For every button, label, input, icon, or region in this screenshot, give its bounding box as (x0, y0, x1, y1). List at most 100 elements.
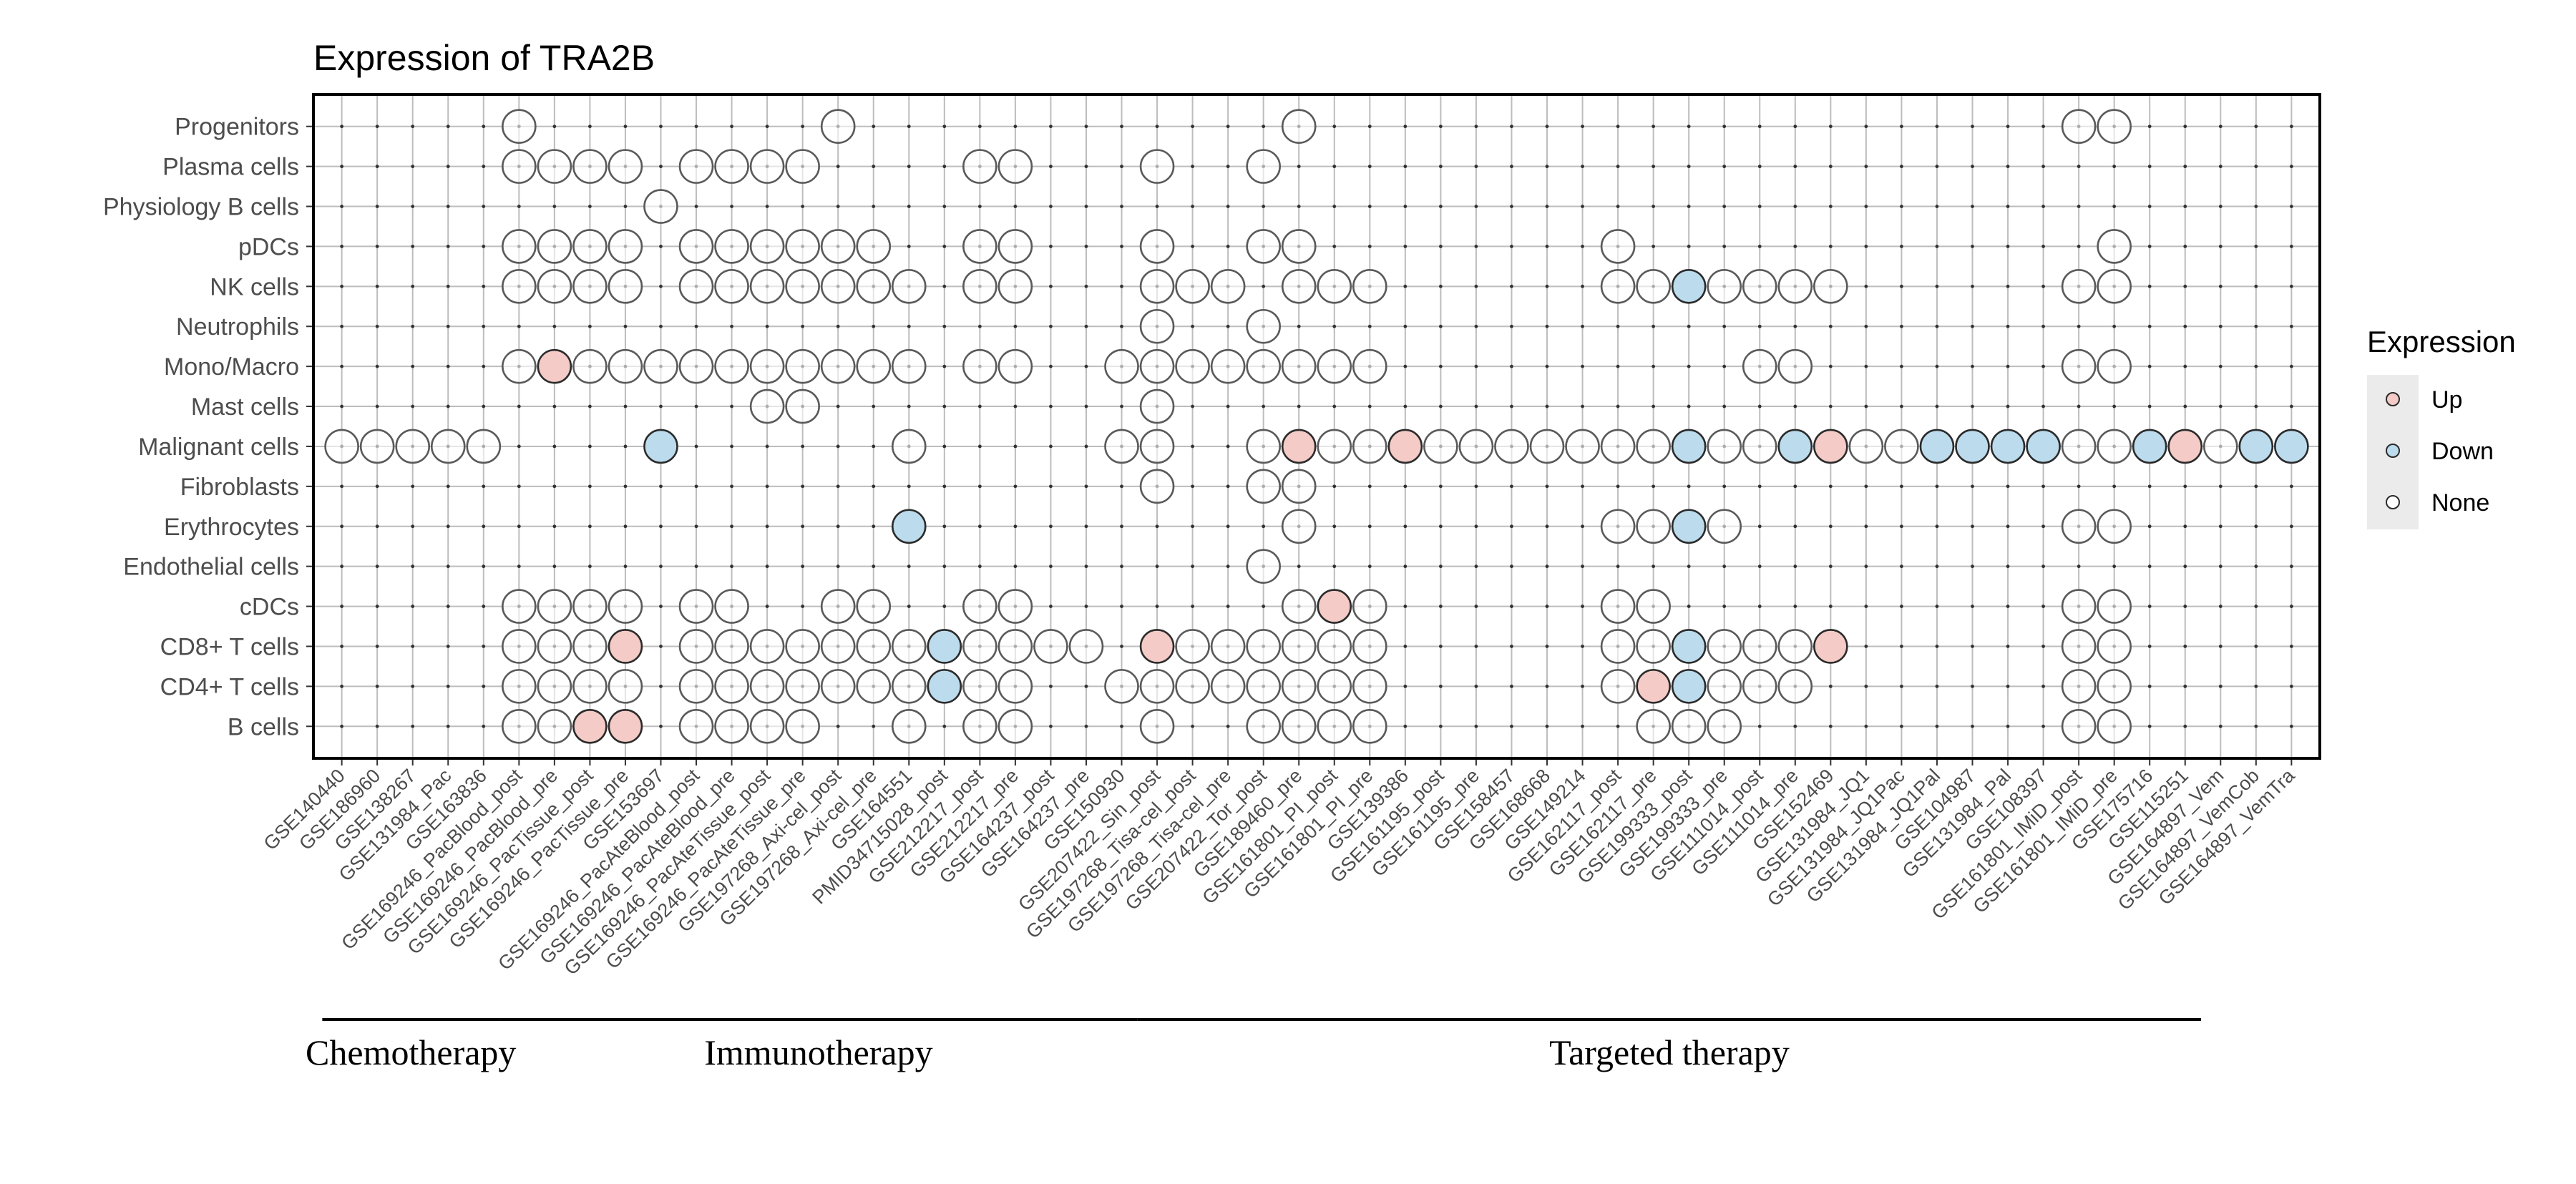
grid-node (1900, 165, 1903, 169)
grid-node (2218, 404, 2223, 408)
point-none (1175, 629, 1210, 664)
grid-node (446, 165, 450, 169)
grid-node (2041, 245, 2045, 248)
grid-node (2077, 484, 2081, 489)
point-up (537, 348, 572, 384)
y-tick-label: Plasma cells (162, 154, 299, 181)
grid-node (872, 324, 876, 328)
grid-node (623, 324, 628, 328)
y-tick-label: pDCs (238, 233, 299, 260)
point-none (1777, 669, 1813, 704)
point-none (2061, 509, 2097, 544)
grid-node (801, 484, 805, 489)
point-none (1352, 348, 1387, 384)
point-none (2097, 629, 2132, 664)
grid-node (411, 364, 415, 368)
grid-node (588, 404, 592, 408)
grid-node (2041, 124, 2045, 129)
grid-node (659, 524, 663, 529)
grid-node (1616, 484, 1620, 489)
grid-node (1900, 124, 1903, 129)
grid-node (942, 404, 947, 408)
grid-node (1332, 524, 1337, 529)
grid-node (1581, 684, 1584, 688)
point-none (714, 589, 749, 624)
grid-node (1049, 684, 1053, 688)
grid-node (1510, 364, 1513, 368)
point-none (572, 269, 608, 304)
grid-node (765, 564, 769, 569)
point-up (1387, 429, 1423, 464)
point-none (1352, 669, 1387, 704)
point-none (856, 629, 892, 664)
grid-node (623, 564, 628, 569)
grid-node (1687, 364, 1691, 368)
grid-node (552, 444, 557, 449)
grid-node (1864, 484, 1868, 489)
y-tick-label: Physiology B cells (103, 194, 299, 221)
grid-node (1722, 605, 1727, 608)
point-none (1246, 348, 1281, 384)
grid-node (1864, 404, 1868, 408)
grid-node (1652, 564, 1656, 569)
grid-node (1687, 245, 1691, 248)
grid-node (942, 324, 947, 328)
point-none (1884, 429, 1919, 464)
grid-node (2006, 364, 2010, 368)
grid-node (1438, 245, 1443, 248)
grid-node (552, 524, 557, 529)
point-down (2026, 429, 2061, 464)
point-none (1281, 629, 1317, 664)
grid-node (482, 605, 486, 608)
grid-node (659, 124, 663, 129)
grid-node (1474, 564, 1478, 569)
grid-node (2041, 724, 2045, 728)
grid-node (446, 245, 450, 248)
grid-node (375, 364, 379, 368)
grid-node (1793, 524, 1797, 529)
grid-node (1120, 205, 1123, 208)
grid-node (1155, 205, 1159, 208)
points-layer (312, 93, 2321, 760)
grid-node (446, 684, 450, 688)
point-none (1139, 469, 1175, 504)
grid-node (1971, 484, 1974, 489)
point-none (962, 629, 997, 664)
grid-node (2254, 404, 2258, 408)
grid-node (2041, 564, 2045, 569)
point-none (1139, 348, 1175, 384)
grid-node (1864, 124, 1868, 129)
grid-node (694, 484, 698, 489)
grid-node (1900, 724, 1903, 728)
grid-node (552, 205, 557, 208)
point-none (537, 669, 572, 704)
grid-node (1510, 324, 1513, 328)
grid-node (375, 645, 379, 648)
grid-node (1793, 324, 1797, 328)
grid-node (1049, 165, 1053, 169)
grid-node (340, 724, 344, 728)
point-down (1990, 429, 2026, 464)
grid-node (1438, 645, 1443, 648)
grid-node (1581, 645, 1584, 648)
grid-node (1935, 605, 1939, 608)
grid-node (1226, 324, 1230, 328)
point-none (1210, 629, 1246, 664)
point-up (608, 708, 643, 744)
grid-node (1687, 165, 1691, 169)
grid-node (1900, 205, 1903, 208)
y-tick-label: Mono/Macro (164, 353, 299, 381)
grid-node (659, 324, 663, 328)
point-none (785, 149, 820, 184)
point-none (1104, 669, 1139, 704)
grid-node (1084, 484, 1088, 489)
grid-node (1864, 284, 1868, 288)
grid-node (2254, 645, 2258, 648)
point-down (927, 629, 962, 664)
point-none (962, 229, 997, 264)
point-none (537, 149, 572, 184)
point-none (2097, 669, 2132, 704)
grid-node (482, 564, 486, 569)
grid-node (1900, 484, 1903, 489)
grid-node (1757, 484, 1762, 489)
